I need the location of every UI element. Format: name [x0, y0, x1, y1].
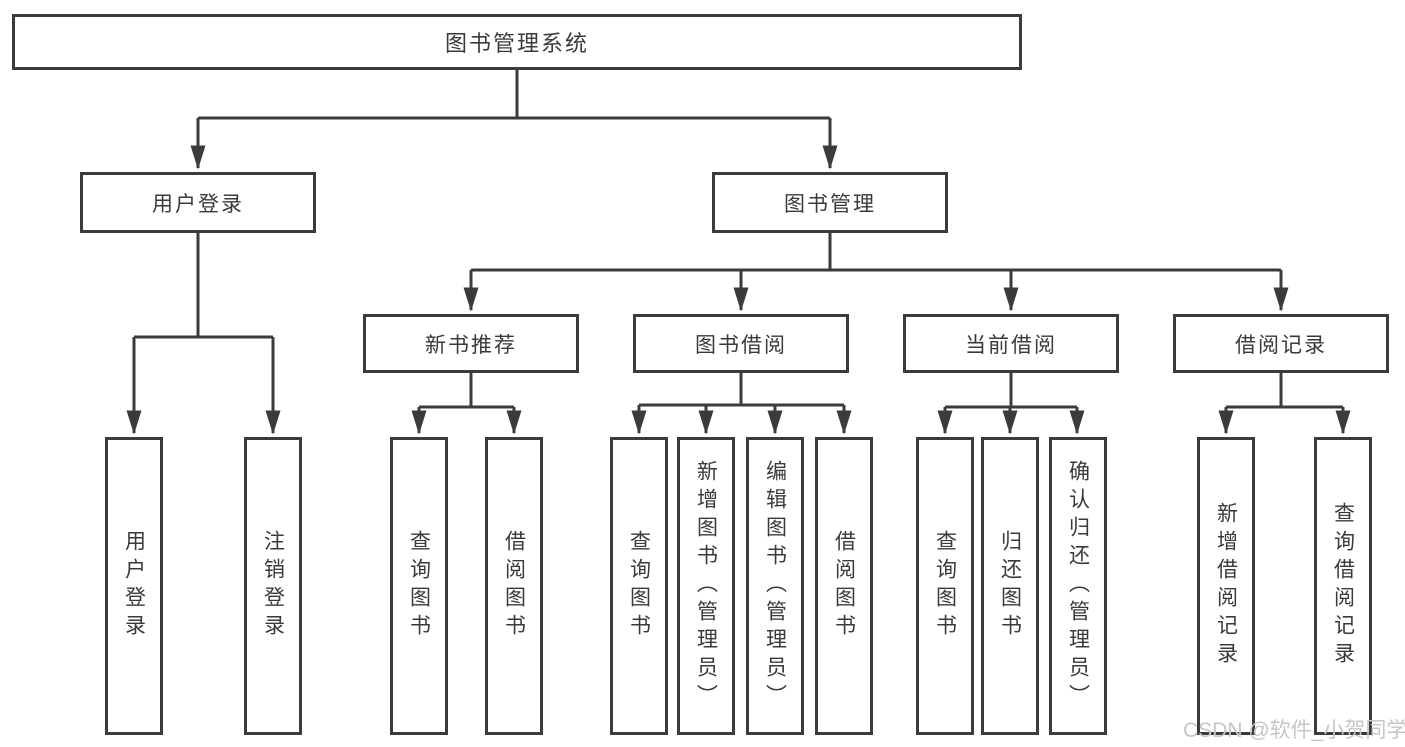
leaf-edit-books-admin: 编辑图书（管理员）	[746, 437, 804, 735]
leaf-query-books-2: 查询图书	[610, 437, 668, 735]
leaf-query-borrow-record-label: 查询借阅记录	[1331, 502, 1355, 670]
node-root: 图书管理系统	[12, 14, 1022, 70]
edge-borrow-children	[631, 373, 852, 435]
edge-current-borrow-children	[937, 373, 1085, 435]
node-book-borrow-label: 图书借阅	[695, 333, 787, 357]
node-new-book-recommend: 新书推荐	[363, 314, 579, 373]
leaf-user-login-label: 用户登录	[122, 530, 146, 642]
node-current-borrow-label: 当前借阅	[965, 333, 1057, 357]
leaf-query-books-1: 查询图书	[390, 437, 448, 735]
leaf-add-borrow-record: 新增借阅记录	[1197, 437, 1255, 735]
leaf-return-books: 归还图书	[981, 437, 1039, 735]
leaf-query-books-3-label: 查询图书	[933, 530, 957, 642]
node-book-management: 图书管理	[712, 172, 948, 233]
node-root-label: 图书管理系统	[444, 31, 589, 56]
leaf-add-borrow-record-label: 新增借阅记录	[1214, 502, 1238, 670]
edge-new-book-children	[411, 373, 522, 435]
node-current-borrow: 当前借阅	[903, 314, 1119, 373]
node-borrow-record-label: 借阅记录	[1235, 333, 1327, 357]
leaf-query-books-1-label: 查询图书	[407, 530, 431, 642]
leaf-query-books-2-label: 查询图书	[627, 530, 651, 642]
leaf-logout-label: 注销登录	[261, 530, 285, 642]
leaf-query-borrow-record: 查询借阅记录	[1314, 437, 1372, 735]
leaf-add-books-admin: 新增图书（管理员）	[677, 437, 735, 735]
leaf-confirm-return-admin: 确认归还（管理员）	[1049, 437, 1107, 735]
leaf-borrow-books-1: 借阅图书	[485, 437, 543, 735]
node-user-login: 用户登录	[80, 172, 316, 233]
node-borrow-record: 借阅记录	[1173, 314, 1389, 373]
leaf-borrow-books-2: 借阅图书	[815, 437, 873, 735]
edge-root-to-level2	[190, 70, 838, 170]
leaf-logout: 注销登录	[244, 437, 302, 735]
leaf-query-books-3: 查询图书	[916, 437, 974, 735]
leaf-confirm-return-admin-label: 确认归还（管理员）	[1066, 460, 1090, 712]
leaf-user-login: 用户登录	[105, 437, 163, 735]
edge-book-mgmt-children	[463, 233, 1289, 312]
leaf-borrow-books-1-label: 借阅图书	[502, 530, 526, 642]
leaf-add-books-admin-label: 新增图书（管理员）	[694, 460, 718, 712]
leaf-borrow-books-2-label: 借阅图书	[832, 530, 856, 642]
leaf-edit-books-admin-label: 编辑图书（管理员）	[763, 460, 787, 712]
edge-borrow-record-children	[1218, 373, 1351, 435]
node-new-book-recommend-label: 新书推荐	[425, 333, 517, 357]
node-book-borrow: 图书借阅	[633, 314, 849, 373]
node-book-management-label: 图书管理	[784, 192, 876, 216]
edge-user-login-children	[126, 233, 281, 435]
node-user-login-label: 用户登录	[152, 192, 244, 216]
leaf-return-books-label: 归还图书	[998, 530, 1022, 642]
csdn-watermark: CSDN @软件_小贺同学	[1183, 719, 1405, 742]
